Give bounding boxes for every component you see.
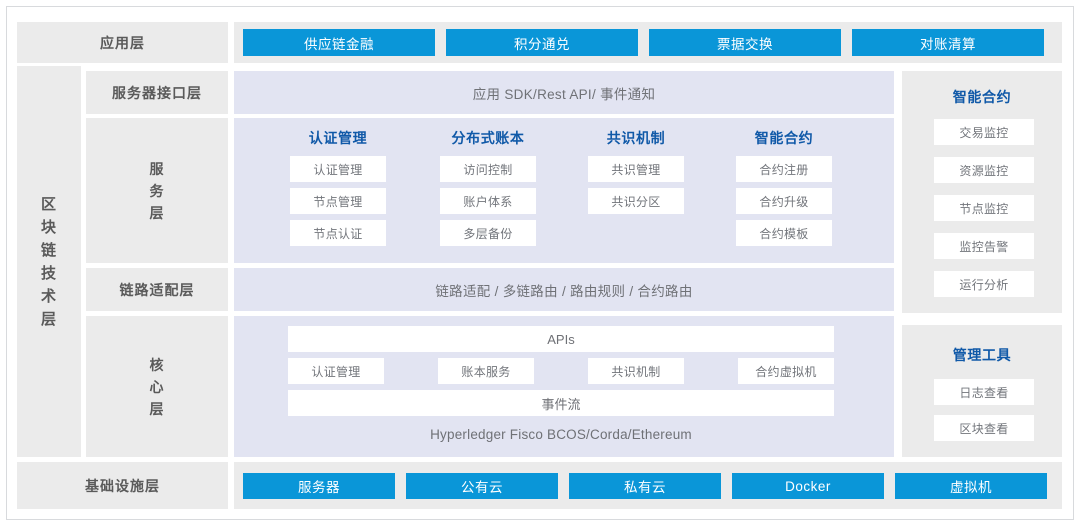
service-cell-node-management[interactable]: 节点管理 xyxy=(290,188,386,214)
core-cell-authentication-management[interactable]: 认证管理 xyxy=(288,358,384,384)
service-cell-contract-registration[interactable]: 合约注册 xyxy=(736,156,832,182)
smart-contract-item-monitoring-alert[interactable]: 监控告警 xyxy=(934,233,1034,259)
infra-button-private-cloud[interactable]: 私有云 xyxy=(569,473,721,499)
management-tools-item-log-viewer[interactable]: 日志查看 xyxy=(934,379,1034,405)
server-interface-band-text: 应用 SDK/Rest API/ 事件通知 xyxy=(472,86,656,102)
service-cell-node-authentication[interactable]: 节点认证 xyxy=(290,220,386,246)
infra-button-virtual-machine[interactable]: 虚拟机 xyxy=(895,473,1047,499)
link-adaptation-band-text: 链路适配 / 多链路由 / 路由规则 / 合约路由 xyxy=(435,283,693,299)
service-cell-consensus-management[interactable]: 共识管理 xyxy=(588,156,684,182)
core-cell-consensus-mechanism[interactable]: 共识机制 xyxy=(588,358,684,384)
infrastructure-layer-label-box: 基础设施层 xyxy=(17,462,228,509)
smart-contract-item-transaction-monitoring[interactable]: 交易监控 xyxy=(934,119,1034,145)
core-cell-ledger-service[interactable]: 账本服务 xyxy=(438,358,534,384)
service-cell-account-system[interactable]: 账户体系 xyxy=(440,188,536,214)
service-column-heading-authentication: 认证管理 xyxy=(308,130,368,146)
server-interface-layer-label: 服务器接口层 xyxy=(112,84,202,101)
service-column-heading-consensus: 共识机制 xyxy=(606,130,666,146)
smart-contract-side-panel: 智能合约 交易监控 资源监控 节点监控 监控告警 运行分析 xyxy=(902,71,1062,313)
core-layer-label: 核心层 xyxy=(149,356,165,417)
core-platforms-text: Hyperledger Fisco BCOS/Corda/Ethereum xyxy=(430,426,692,442)
application-layer-label-box: 应用层 xyxy=(17,22,228,63)
service-column-heading-distributed-ledger: 分布式账本 xyxy=(451,130,525,146)
core-layer-label-box: 核心层 xyxy=(86,316,228,457)
management-tools-item-block-viewer[interactable]: 区块查看 xyxy=(934,415,1034,441)
core-cell-contract-vm[interactable]: 合约虚拟机 xyxy=(738,358,834,384)
service-column-heading-smart-contract: 智能合约 xyxy=(754,130,814,146)
app-button-points-exchange[interactable]: 积分通兑 xyxy=(446,29,638,56)
link-adaptation-layer-label-box: 链路适配层 xyxy=(86,268,228,311)
app-button-reconciliation-settlement[interactable]: 对账清算 xyxy=(852,29,1044,56)
infra-button-docker[interactable]: Docker xyxy=(732,473,884,499)
link-adaptation-layer-band: 链路适配 / 多链路由 / 路由规则 / 合约路由 xyxy=(234,268,894,311)
service-cell-contract-upgrade[interactable]: 合约升级 xyxy=(736,188,832,214)
core-layer-panel: APIs 认证管理 账本服务 共识机制 合约虚拟机 事件流 Hyperledge… xyxy=(234,316,894,457)
service-cell-authentication-management[interactable]: 认证管理 xyxy=(290,156,386,182)
management-tools-panel-heading: 管理工具 xyxy=(952,347,1012,363)
core-apis-bar[interactable]: APIs xyxy=(288,326,834,352)
app-button-supply-chain-finance[interactable]: 供应链金融 xyxy=(243,29,435,56)
core-platforms-text-row: Hyperledger Fisco BCOS/Corda/Ethereum xyxy=(288,421,834,447)
infra-button-public-cloud[interactable]: 公有云 xyxy=(406,473,558,499)
application-layer-label: 应用层 xyxy=(100,34,145,51)
app-button-bill-exchange[interactable]: 票据交换 xyxy=(649,29,841,56)
service-layer-label: 服务层 xyxy=(149,160,165,221)
smart-contract-item-resource-monitoring[interactable]: 资源监控 xyxy=(934,157,1034,183)
service-cell-multilayer-backup[interactable]: 多层备份 xyxy=(440,220,536,246)
smart-contract-panel-heading: 智能合约 xyxy=(952,89,1012,105)
application-layer-button-strip: 供应链金融 积分通兑 票据交换 对账清算 xyxy=(234,22,1062,63)
service-cell-access-control[interactable]: 访问控制 xyxy=(440,156,536,182)
blockchain-tech-layer-label: 区块链技术层 xyxy=(40,195,57,328)
smart-contract-item-node-monitoring[interactable]: 节点监控 xyxy=(934,195,1034,221)
server-interface-layer-band: 应用 SDK/Rest API/ 事件通知 xyxy=(234,71,894,114)
infrastructure-layer-button-strip: 服务器 公有云 私有云 Docker 虚拟机 xyxy=(234,462,1062,509)
service-cell-consensus-partition[interactable]: 共识分区 xyxy=(588,188,684,214)
infrastructure-layer-label: 基础设施层 xyxy=(85,477,160,494)
core-event-stream-bar[interactable]: 事件流 xyxy=(288,390,834,416)
service-layer-panel: 认证管理 认证管理 节点管理 节点认证 分布式账本 访问控制 账户体系 多层备份… xyxy=(234,118,894,263)
management-tools-side-panel: 管理工具 日志查看 区块查看 xyxy=(902,325,1062,457)
service-layer-label-box: 服务层 xyxy=(86,118,228,263)
server-interface-layer-label-box: 服务器接口层 xyxy=(86,71,228,114)
link-adaptation-layer-label: 链路适配层 xyxy=(119,281,195,298)
smart-contract-item-operation-analysis[interactable]: 运行分析 xyxy=(934,271,1034,297)
infra-button-server[interactable]: 服务器 xyxy=(243,473,395,499)
service-cell-contract-template[interactable]: 合约模板 xyxy=(736,220,832,246)
blockchain-tech-layer-spine: 区块链技术层 xyxy=(17,66,81,457)
